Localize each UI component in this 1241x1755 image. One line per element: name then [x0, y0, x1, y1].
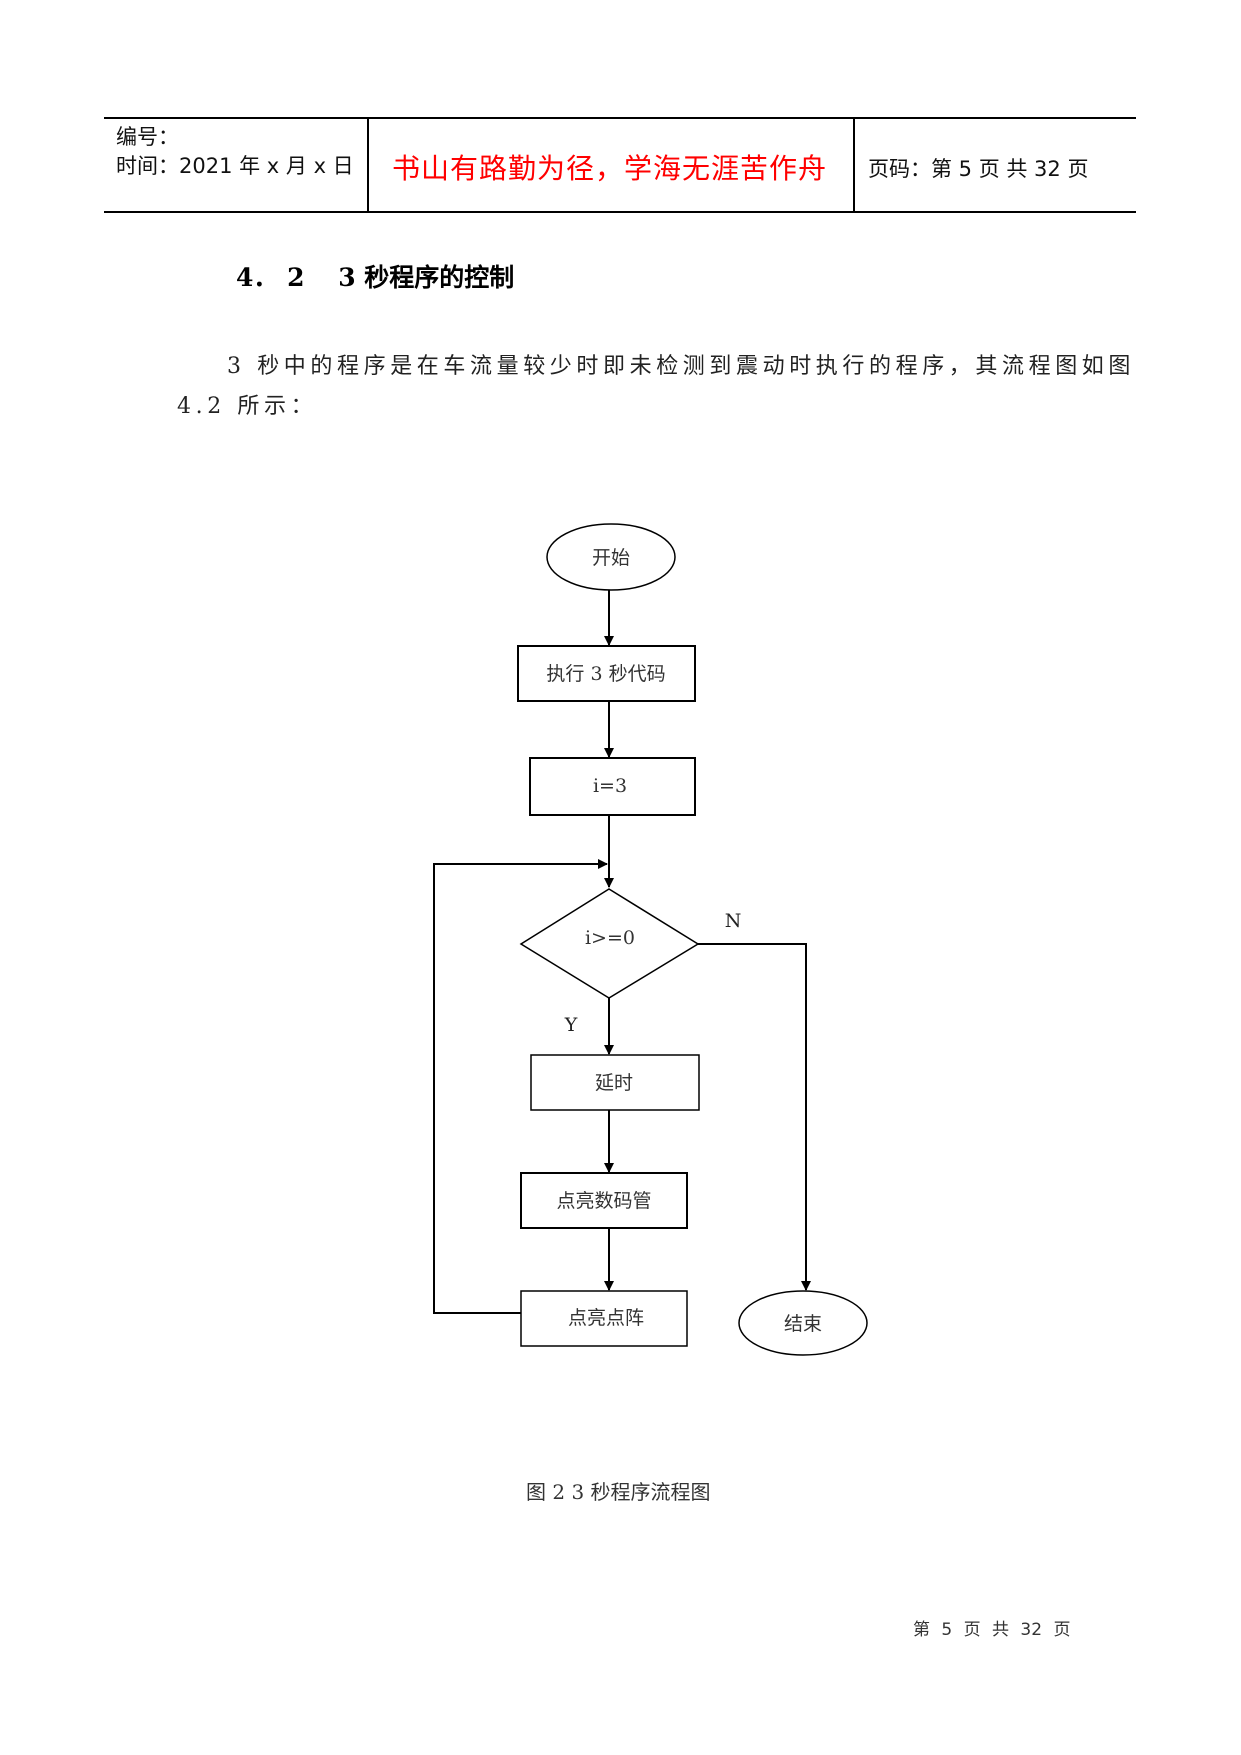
- no-branch-line: [698, 943, 811, 1291]
- header-number-label: 编号：: [116, 125, 179, 149]
- exec-label: 执行 3 秒代码: [546, 663, 665, 685]
- digit-label: 点亮数码管: [556, 1190, 651, 1212]
- matrix-label: 点亮点阵: [568, 1307, 644, 1329]
- header-divider-left: [367, 117, 369, 212]
- digit-process-box: [520, 1172, 688, 1229]
- header-bottom-rule: [104, 211, 1136, 213]
- no-branch-label: N: [725, 910, 742, 932]
- init-label: i=3: [593, 775, 627, 797]
- page-footer: 第 5 页 共 32 页: [913, 1620, 1071, 1640]
- start-terminal: [546, 523, 676, 591]
- header-page-info: 页码：第 5 页 共 32 页: [868, 157, 1089, 181]
- header-top-rule: [104, 117, 1136, 119]
- yes-branch-label: Y: [564, 1014, 578, 1036]
- paragraph-line-2: 4.2 所示：: [177, 394, 318, 419]
- loop-back-line: [433, 859, 608, 1314]
- header-date-label: 时间：2021 年 x 月 x 日: [116, 154, 354, 178]
- delay-label: 延时: [595, 1072, 633, 1094]
- end-terminal: [738, 1290, 868, 1356]
- end-label: 结束: [784, 1313, 822, 1335]
- start-label: 开始: [592, 547, 630, 569]
- header-divider-right: [853, 117, 855, 212]
- header-motto: 书山有路勤为径，学海无涯苦作舟: [392, 152, 828, 185]
- section-heading: 4． 2 3 秒程序的控制: [236, 263, 515, 292]
- exec-process-box: [517, 645, 696, 702]
- delay-process-box: [530, 1054, 700, 1111]
- figure-caption: 图 2 3 秒程序流程图: [526, 1480, 711, 1504]
- paragraph-line-1: 3 秒中的程序是在车流量较少时即未检测到震动时执行的程序，其流程图如图: [227, 354, 1135, 379]
- init-process-box: [529, 757, 696, 816]
- decision-label: i>=0: [585, 927, 635, 949]
- matrix-process-box: [520, 1290, 688, 1347]
